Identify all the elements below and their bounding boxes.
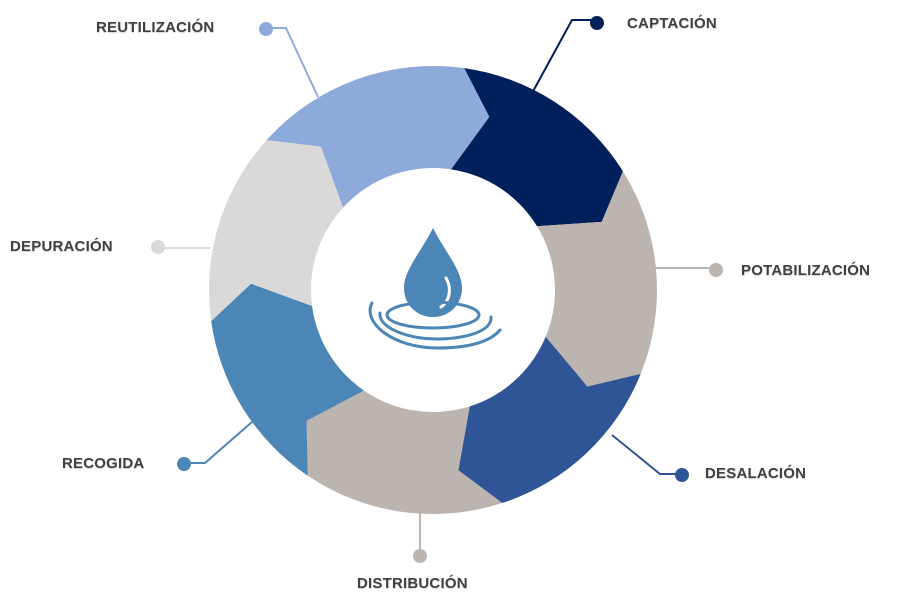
label-reutilizacion: REUTILIZACIÓN — [96, 19, 215, 36]
label-captacion: CAPTACIÓN — [627, 15, 717, 32]
segment-depuracion — [208, 140, 344, 322]
label-connectors — [151, 16, 723, 563]
connector-reutilizacion — [270, 27, 319, 98]
dot-distribucion — [413, 549, 427, 563]
segment-reutilizacion — [266, 66, 490, 210]
segment-potabilizacion — [534, 171, 657, 387]
dot-captacion — [590, 16, 604, 30]
connector-captacion — [530, 19, 595, 96]
label-desalacion: DESALACIÓN — [705, 465, 807, 482]
dot-desalacion — [675, 468, 689, 482]
dot-reutilizacion — [259, 22, 273, 36]
ring-segments — [208, 66, 657, 514]
segment-captacion — [449, 68, 623, 227]
segment-recogida — [211, 283, 366, 476]
connector-desalacion — [611, 434, 678, 475]
label-recogida: RECOGIDA — [62, 455, 145, 472]
segment-desalacion — [458, 334, 641, 504]
label-potabilizacion: POTABILIZACIÓN — [741, 262, 871, 279]
segment-distribucion — [306, 389, 503, 514]
dot-potabilizacion — [709, 263, 723, 277]
label-distribucion: DISTRIBUCIÓN — [357, 575, 468, 592]
dot-recogida — [177, 457, 191, 471]
label-depuracion: DEPURACIÓN — [10, 238, 113, 255]
water-drop-icon — [368, 228, 502, 350]
dot-depuracion — [151, 240, 165, 254]
connector-recogida — [188, 421, 253, 464]
